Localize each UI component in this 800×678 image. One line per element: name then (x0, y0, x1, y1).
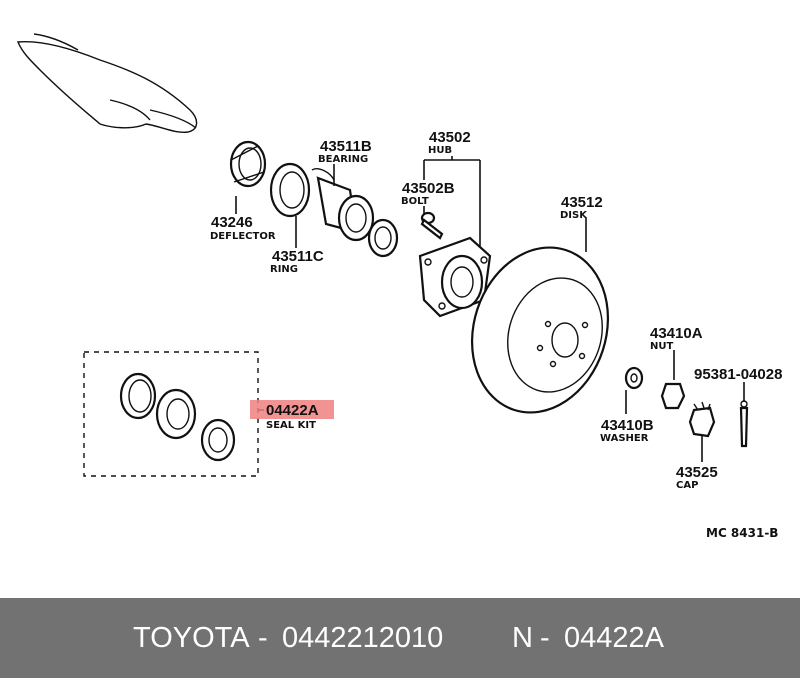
footer-brand: TOYOTA (133, 622, 250, 654)
washer-part (624, 366, 644, 390)
deflector-name: DEFLECTOR (210, 231, 276, 242)
ring-number: 43511C (272, 248, 324, 265)
nut-part (660, 382, 686, 410)
cap-number: 43525 (676, 464, 718, 481)
footer-separator: - (258, 622, 268, 654)
bolt-part (420, 211, 444, 240)
seal-kit-highlight (250, 400, 334, 419)
seal-kit-number: 04422A (266, 402, 319, 419)
washer-number: 43410B (601, 417, 654, 434)
disk-number: 43512 (561, 194, 603, 211)
deflector-number: 43246 (211, 214, 253, 231)
pointing-hand-icon (17, 33, 198, 134)
ring-part (269, 162, 311, 218)
cap-part (688, 401, 716, 438)
seal-kit-parts (119, 372, 236, 462)
footer-bar: TOYOTA - 0442212010 N - 04422A (0, 598, 800, 678)
pin-part (739, 400, 749, 448)
bearing-number: 43511B (320, 138, 372, 155)
nut-number: 43410A (650, 325, 703, 342)
bolt-name: BOLT (401, 196, 429, 207)
bearing-name: BEARING (318, 154, 368, 165)
deflector-part (229, 140, 267, 188)
parts-diagram: 43246 DEFLECTOR 43511B BEARING 43511C RI… (17, 33, 782, 540)
washer-name: WASHER (600, 433, 649, 444)
bearing-part (311, 168, 399, 258)
seal-kit-name: SEAL KIT (266, 420, 316, 431)
hub-number: 43502 (429, 129, 471, 146)
disk-part (470, 246, 610, 414)
footer-separator: - (540, 622, 550, 654)
ring-name: RING (270, 264, 298, 275)
hub-name: HUB (428, 145, 452, 156)
nut-name: NUT (650, 341, 673, 352)
seal-kit-box (83, 351, 259, 477)
footer-part-number: 0442212010 (282, 622, 444, 654)
pin-number: 95381-04028 (694, 366, 782, 383)
cap-name: CAP (676, 480, 698, 491)
footer-n-label: N (512, 622, 533, 654)
leader-lines (235, 156, 745, 462)
diagram-code: MC 8431-B (706, 526, 778, 540)
disk-name: DISK (560, 210, 588, 221)
footer-code: 04422A (564, 622, 664, 654)
bolt-number: 43502B (402, 180, 455, 197)
